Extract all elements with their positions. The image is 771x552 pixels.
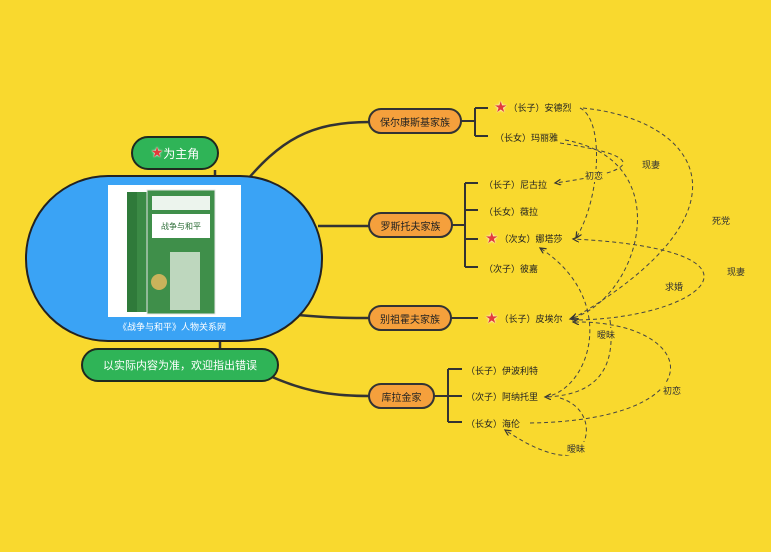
member-label: （长子）皮埃尔 xyxy=(499,315,563,325)
family-node-bolkonsky: 保尔康斯基家族 xyxy=(368,108,462,134)
relation-label: 初恋 xyxy=(584,169,605,182)
relation-label: 暧昧 xyxy=(566,442,587,455)
star-icon: ★ xyxy=(485,229,499,247)
member-label: （长子）安德烈 xyxy=(508,104,572,114)
legend-main-character: ★ 为主角 xyxy=(131,136,219,170)
star-icon: ★ xyxy=(150,145,164,161)
member-nikolai: （长子）尼古拉 xyxy=(484,181,548,191)
member-marya: （长女）玛丽雅 xyxy=(495,134,559,144)
member-ippolit: （长子）伊波利特 xyxy=(466,367,539,377)
member-petya: （次子）彼嘉 xyxy=(484,265,539,275)
relation-label: 求婚 xyxy=(664,280,685,293)
center-caption: 《战争与和平》人物关系网 xyxy=(118,323,227,333)
book-cover-image: 战争与和平 xyxy=(108,185,241,317)
member-pierre: ★ （长子）皮埃尔 xyxy=(485,311,562,326)
main-branches xyxy=(213,120,371,398)
relationship-arrows xyxy=(505,107,705,456)
star-icon: ★ xyxy=(485,309,499,327)
relation-label: 现妻 xyxy=(726,265,747,278)
family-node-bezukhov: 别祖霍夫家族 xyxy=(368,305,452,331)
legend-note-text: 以实际内容为准，欢迎指出错误 xyxy=(103,359,257,372)
legend-note: 以实际内容为准，欢迎指出错误 xyxy=(81,348,279,382)
family-node-kuragin: 库拉金家 xyxy=(368,383,435,409)
member-connectors xyxy=(434,107,488,423)
relation-label: 暧昧 xyxy=(596,328,617,341)
member-andrei: ★ （长子）安德烈 xyxy=(494,100,571,115)
svg-text:战争与和平: 战争与和平 xyxy=(161,221,201,231)
legend-main-character-label: 为主角 xyxy=(163,146,200,161)
member-vera: （长女）薇拉 xyxy=(484,208,539,218)
member-anatole: （次子）阿纳托里 xyxy=(466,393,539,403)
relation-label: 初恋 xyxy=(662,384,683,397)
family-node-rostov: 罗斯托夫家族 xyxy=(368,212,453,238)
star-icon: ★ xyxy=(494,98,508,116)
member-helene: （长女）海伦 xyxy=(466,420,521,430)
relation-label: 现妻 xyxy=(641,158,662,171)
member-natasha: ★ （次女）娜塔莎 xyxy=(485,231,562,246)
relation-label: 死党 xyxy=(711,214,732,227)
member-label: （次女）娜塔莎 xyxy=(499,235,563,245)
